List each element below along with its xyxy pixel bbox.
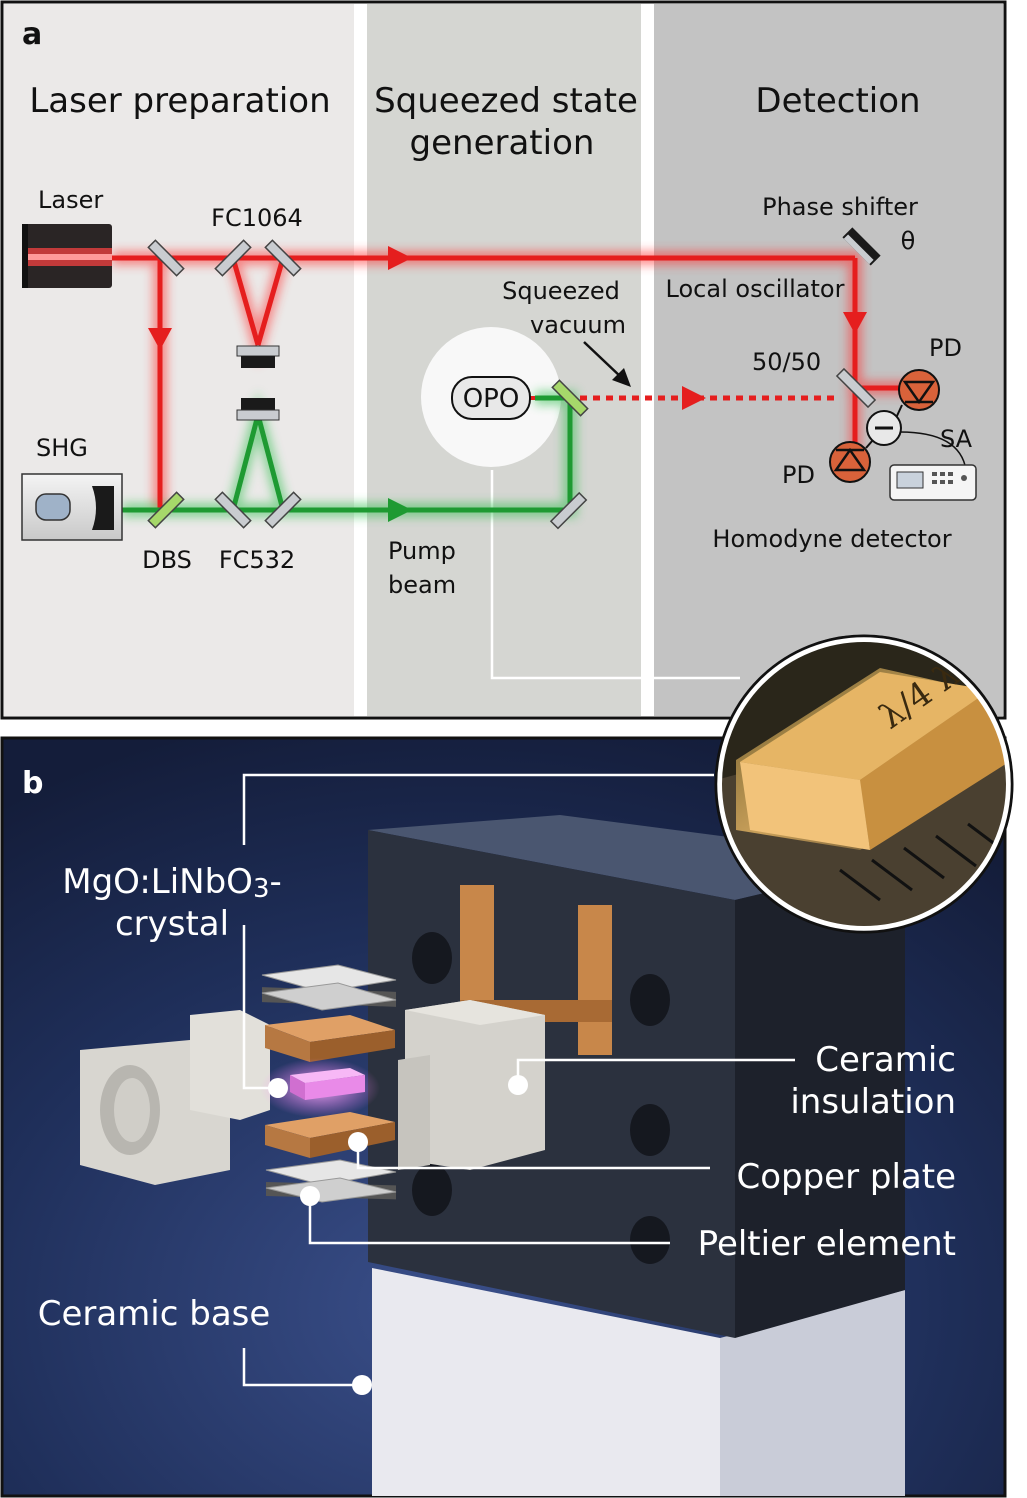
sa-label: SA [940, 425, 973, 453]
shg-label: SHG [36, 434, 88, 462]
section-title-detection: Detection [755, 81, 920, 121]
section-laser-preparation-bg [4, 4, 354, 716]
panel-b-letter: b [22, 766, 43, 801]
phase-shifter-label: Phase shifter [762, 193, 918, 221]
pump-mirror [549, 491, 588, 530]
panel-a: a Laser preparation Squeezed state gener… [0, 0, 1007, 720]
opo-coupler-mirror [551, 379, 589, 417]
opo-label: OPO [463, 384, 520, 414]
squeezed-arrow [682, 386, 706, 410]
ceramic-insulation-label-1: Ceramic [815, 1040, 956, 1080]
red-arrow-1 [388, 246, 412, 270]
fc1064-mirror-right [264, 239, 302, 277]
dbs-mirror [147, 491, 185, 529]
fc1064-mirror-left [214, 239, 252, 277]
fc532-mirror-right [264, 491, 302, 529]
crystal-label-1: MgO:LiNbO3- [62, 862, 282, 904]
ruler-ticks [839, 822, 1009, 902]
pump-label-2: beam [388, 571, 456, 599]
ceramic-insulation-label-2: insulation [790, 1082, 956, 1122]
ceramic-base-shape [372, 1268, 905, 1496]
theta-label: θ [901, 227, 916, 255]
laser-label: Laser [38, 186, 103, 214]
peltier-element-bottom [265, 1159, 397, 1203]
green-beam [122, 395, 573, 513]
phase-shifter-icon [842, 227, 881, 266]
fc532-end-mirror [236, 398, 280, 421]
mirror-1 [147, 239, 185, 277]
pump-label-1: Pump [388, 537, 456, 565]
squeezed-label-1: Squeezed [502, 277, 620, 305]
red-arrow-2 [148, 328, 172, 350]
pd-bottom-label: PD [782, 461, 815, 489]
copper-plate-top [265, 1015, 395, 1062]
homodyne-label: Homodyne detector [712, 525, 951, 553]
fc532-label: FC532 [219, 546, 295, 574]
beamsplitter-50-50 [835, 367, 877, 409]
laser-icon [22, 224, 112, 288]
photodiode-bottom-icon [829, 441, 871, 483]
ceramic-end-block [80, 1010, 270, 1185]
ceramic-base-label: Ceramic base [38, 1294, 271, 1334]
fc532-mirror-left [214, 491, 252, 529]
leader-dots [268, 1075, 528, 1395]
peltier-element-top [261, 964, 397, 1011]
spectrum-analyzer-icon [889, 464, 977, 501]
dbs-label: DBS [142, 546, 192, 574]
shg-icon [21, 473, 123, 541]
panel-a-letter: a [22, 17, 42, 52]
ceramic-insulation-block [398, 1000, 545, 1170]
squeezed-pointer-arrow [583, 341, 631, 387]
section-detection-bg [654, 4, 1003, 716]
section-title-squeezed-state-2: generation [410, 123, 595, 163]
copper-plate-label: Copper plate [736, 1157, 956, 1197]
panel-b: b [0, 736, 1007, 1498]
opo-icon [451, 376, 531, 420]
crystal-shape [260, 1058, 380, 1118]
local-oscillator-label: Local oscillator [666, 275, 845, 303]
fc1064-end-mirror [236, 345, 280, 368]
fc1064-label: FC1064 [211, 204, 303, 232]
section-title-squeezed-state-1: Squeezed state [374, 81, 638, 121]
beamsplitter-label: 50/50 [752, 348, 821, 376]
subtractor-icon [865, 404, 967, 471]
red-arrow-3 [843, 312, 867, 334]
green-arrow [388, 498, 412, 522]
section-title-laser-preparation: Laser preparation [29, 81, 330, 121]
housing-block [368, 815, 905, 1338]
squeezed-label-2: vacuum [530, 311, 626, 339]
crystal-label-2: crystal [115, 904, 229, 944]
peltier-label: Peltier element [698, 1224, 956, 1264]
pd-top-label: PD [929, 334, 962, 362]
crystal-photo-inset: λ/4 λ/2 [714, 634, 1014, 934]
photodiode-top-icon [898, 369, 940, 411]
opo-leader-line [490, 470, 740, 680]
